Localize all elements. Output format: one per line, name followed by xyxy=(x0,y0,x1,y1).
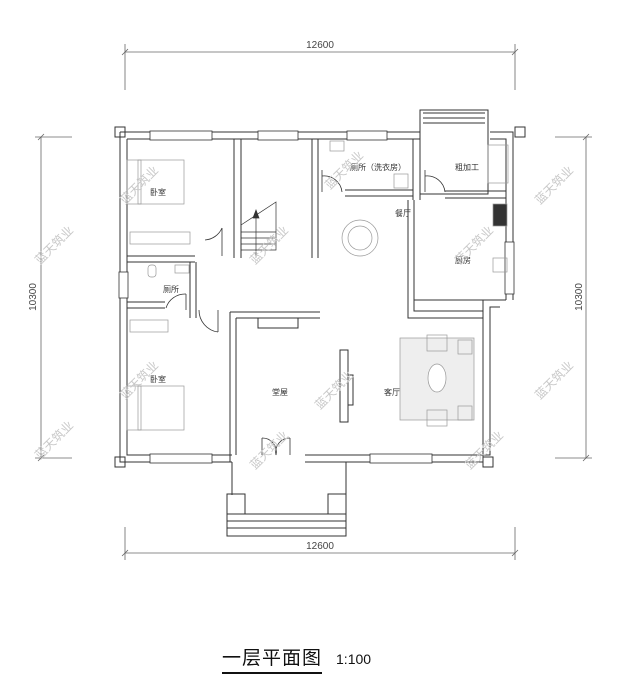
room-label-hall: 堂屋 xyxy=(272,387,288,397)
bottom-dimension: 12600 xyxy=(306,541,334,552)
watermark: 蓝天筑业 xyxy=(32,223,77,268)
staircase xyxy=(240,201,277,258)
watermark: 蓝天筑业 xyxy=(532,358,577,403)
watermark: 蓝天筑业 xyxy=(532,163,577,208)
watermark: 蓝天筑业 xyxy=(247,223,292,268)
room-label-toilet-laundry: 厕所（洗衣房） xyxy=(350,162,406,172)
room-label-toilet-left: 厕所 xyxy=(163,284,179,294)
dimension-lines xyxy=(35,44,592,560)
drawing-scale: 1:100 xyxy=(336,651,372,667)
furniture xyxy=(126,140,509,431)
room-label-rough-processing: 粗加工 xyxy=(455,162,479,172)
right-dimension: 10300 xyxy=(574,283,585,311)
left-dimension: 10300 xyxy=(28,283,39,311)
watermark: 蓝天筑业 xyxy=(247,428,292,473)
watermarks: 蓝天筑业 蓝天筑业 蓝天筑业 蓝天筑业 蓝天筑业 蓝天筑业 蓝天筑业 蓝天筑业 … xyxy=(32,148,577,473)
drawing-title-block: 一层平面图 1:100 xyxy=(222,643,371,674)
doors xyxy=(165,170,446,456)
watermark: 蓝天筑业 xyxy=(452,223,497,268)
watermark: 蓝天筑业 xyxy=(32,418,77,463)
watermark: 蓝天筑业 xyxy=(117,163,162,208)
walls xyxy=(114,109,526,537)
room-label-dining: 餐厅 xyxy=(395,209,411,218)
drawing-title: 一层平面图 xyxy=(222,643,323,674)
room-label-bedroom-bottom: 卧室 xyxy=(150,374,166,384)
top-dimension: 12600 xyxy=(306,40,334,51)
room-label-living: 客厅 xyxy=(384,387,400,397)
windows xyxy=(118,130,515,464)
watermark: 蓝天筑业 xyxy=(462,428,507,473)
room-label-kitchen: 厨房 xyxy=(455,255,471,265)
room-label-bedroom-top: 卧室 xyxy=(150,187,166,197)
